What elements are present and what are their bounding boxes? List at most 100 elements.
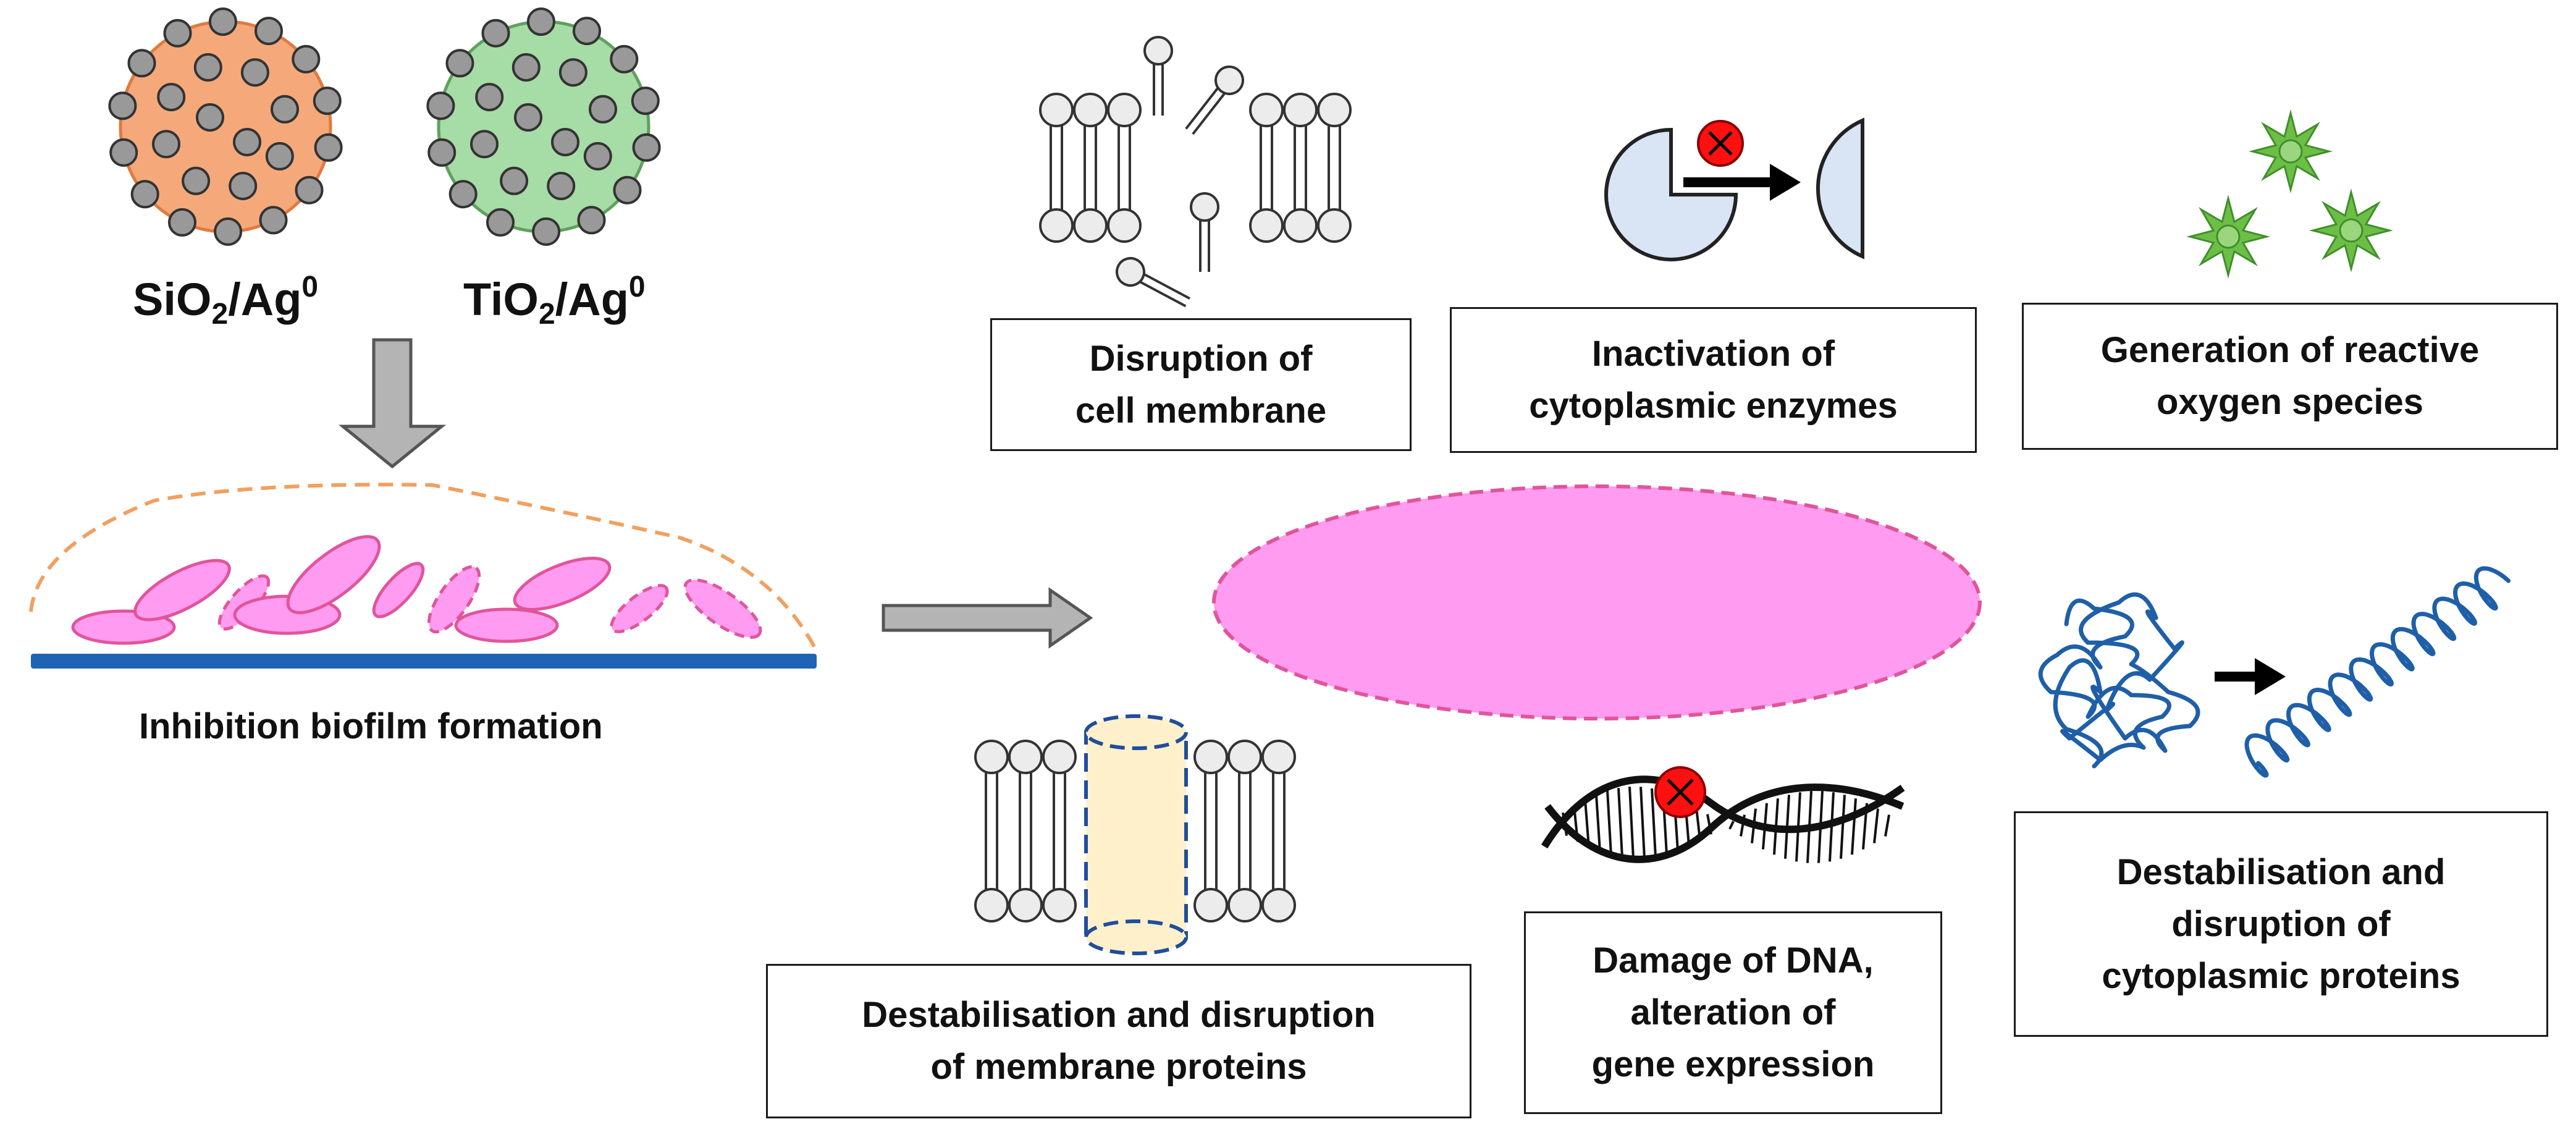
lipid-bilayer-left <box>974 740 1077 923</box>
silver-dot <box>532 217 561 246</box>
protein-unfolding-icon <box>2038 566 2511 778</box>
silver-dot <box>295 175 324 205</box>
free-lipid <box>1116 257 1190 308</box>
box-line: Inactivation of <box>1591 334 1835 374</box>
dna-damage-box: Damage of DNA, alteration of gene expres… <box>1524 911 1942 1114</box>
biofilm-cells <box>71 534 762 645</box>
dna-rung <box>1628 787 1635 859</box>
lipid-head <box>1107 93 1142 127</box>
dna-rung <box>1884 814 1890 837</box>
silver-dot <box>514 103 542 132</box>
silver-dot <box>271 95 299 124</box>
dna-rung <box>1695 807 1701 841</box>
silver-dot <box>511 53 541 82</box>
dna-icon <box>1541 766 1905 863</box>
lipid-head <box>1227 740 1262 774</box>
lipid-head <box>1214 65 1244 95</box>
box-line: cytoplasmic enzymes <box>1529 386 1898 426</box>
membrane-protein-icon <box>974 714 1296 955</box>
box-line: cytoplasmic proteins <box>2102 955 2460 996</box>
silver-dot <box>589 95 617 124</box>
biofilm-cell <box>683 578 762 639</box>
silver-dot <box>196 103 224 132</box>
enzyme-half <box>1816 117 1864 260</box>
lipid-head <box>1249 208 1284 243</box>
enzyme-pacman <box>1604 127 1738 261</box>
dna-rung <box>1773 798 1779 855</box>
silver-dot <box>208 7 237 36</box>
biofilm-cell <box>610 584 669 633</box>
down-arrow <box>338 338 447 469</box>
silver-dot <box>109 138 138 167</box>
silver-dot <box>240 58 269 87</box>
biofilm-label: Inhibition biofilm formation <box>139 706 603 746</box>
silver-dot <box>631 87 660 116</box>
box-line: alteration of <box>1630 992 1836 1032</box>
lipid-head <box>1317 208 1352 243</box>
free-lipid <box>1185 65 1244 135</box>
dna-rung <box>1728 821 1735 830</box>
titania-nanoparticle <box>426 7 661 246</box>
lipid-tail <box>1140 281 1187 308</box>
dna-rung <box>1617 788 1623 858</box>
lipid-head <box>1042 888 1077 923</box>
silver-dot <box>427 138 457 167</box>
lipid-head <box>1261 888 1296 923</box>
box-line: Destabilisation and disruption <box>862 995 1376 1035</box>
silver-dots-silica <box>108 7 343 246</box>
silver-dot <box>470 130 499 159</box>
ros-star-core <box>2216 224 2241 249</box>
silver-dot <box>214 217 243 246</box>
silver-dot <box>610 44 639 74</box>
box-line: disruption of <box>2171 903 2391 944</box>
silver-dot <box>558 58 587 87</box>
lipid-bilayer-right <box>1249 93 1352 243</box>
lipid-bilayer-right <box>1193 740 1296 923</box>
box-line: cell membrane <box>1075 390 1327 431</box>
biofilm-cell <box>133 559 231 622</box>
lipid-head <box>1249 93 1284 127</box>
dna-rung <box>1562 812 1568 836</box>
silver-dot <box>233 128 261 156</box>
lipid-tail <box>1185 87 1219 130</box>
cytoplasmic-proteins-box: Destabilisation and disruption of cytopl… <box>2014 811 2548 1037</box>
silver-dot <box>163 19 192 48</box>
dna-rung <box>1840 795 1846 859</box>
silver-dot <box>314 133 343 162</box>
box-line: Generation of reactive <box>2100 330 2480 370</box>
membrane-proteins-box: Destabilisation and disruption of membra… <box>766 964 1471 1118</box>
lipid-head <box>974 888 1009 923</box>
silver-dot <box>475 83 504 112</box>
silver-dot <box>573 17 601 46</box>
silver-dot <box>632 133 661 162</box>
lipid-head <box>1143 36 1173 65</box>
silver-dot <box>259 206 288 235</box>
lipid-head <box>1193 888 1228 923</box>
lipid-tail <box>1143 273 1190 300</box>
silver-dot <box>426 91 455 120</box>
lipid-head <box>1116 257 1145 287</box>
dna-rung <box>1606 790 1612 856</box>
silver-dots-titania <box>426 7 661 246</box>
lipid-head <box>1073 208 1108 243</box>
coiled-protein <box>2038 592 2200 769</box>
lipid-head <box>1283 208 1318 243</box>
dna-rung <box>1829 792 1835 862</box>
lipid-head <box>1008 740 1043 774</box>
dna-rung <box>1573 805 1579 842</box>
lipid-head <box>1008 888 1043 923</box>
enzyme-inactivation-box: Inactivation of cytoplasmic enzymes <box>1450 307 1977 453</box>
silver-dot <box>486 208 515 237</box>
dna-rung <box>1651 788 1657 858</box>
dna-rung <box>1873 808 1879 843</box>
silver-dot <box>229 172 258 200</box>
dna-rung <box>1639 787 1646 859</box>
box-line: Damage of DNA, <box>1593 940 1874 981</box>
silver-dot <box>448 180 478 209</box>
silver-dot <box>157 83 186 112</box>
biofilm-cell <box>454 607 559 643</box>
lipid-head <box>1283 93 1318 127</box>
silver-dot <box>265 141 294 171</box>
dna-rung <box>1851 798 1857 855</box>
box-line: Destabilisation and <box>2116 851 2446 892</box>
